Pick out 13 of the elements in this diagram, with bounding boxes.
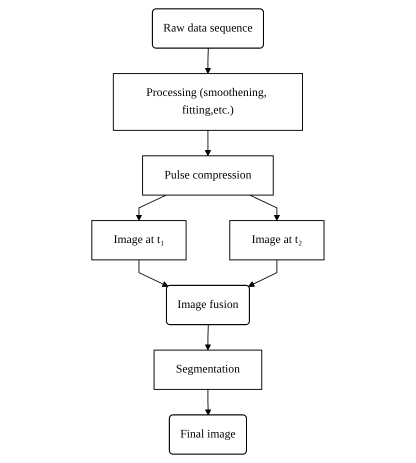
arrow: [205, 388, 212, 416]
arrow: [138, 259, 169, 287]
arrow: [204, 48, 212, 74]
arrow: [204, 324, 212, 350]
arrow: [136, 194, 167, 221]
node-box: Image at t₁: [91, 220, 187, 260]
arrow: [248, 259, 278, 287]
arrow: [249, 194, 280, 221]
node-box: Image at t₂: [229, 220, 325, 260]
node-box: Segmentation: [154, 350, 262, 390]
arrow: [204, 130, 212, 156]
node-box: Processing (smoothening, fitting,etc.): [112, 73, 304, 131]
node-box: Pulse compression: [142, 155, 274, 196]
